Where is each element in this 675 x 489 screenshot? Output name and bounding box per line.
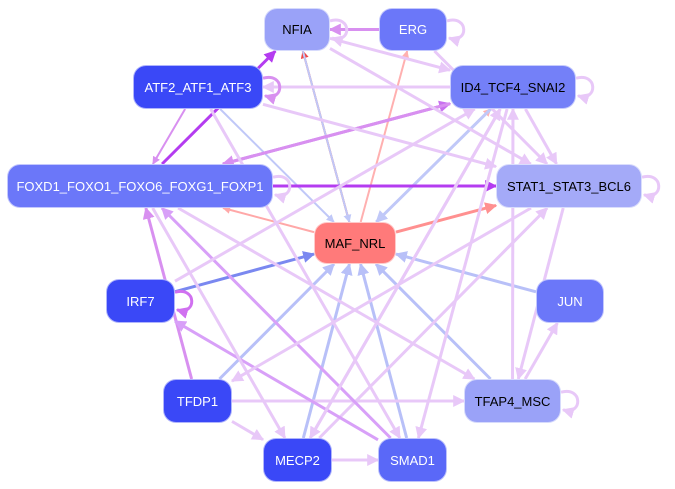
edge-atf2_atf1_atf3-to-maf_nrl bbox=[219, 108, 335, 223]
self-loop-stat1_stat3_bcl6 bbox=[641, 174, 661, 204]
edge-foxd1_foxo1_foxo6_foxg1_foxp1-to-mecp2 bbox=[151, 207, 287, 440]
edge-id4_tcf4_snai2-to-stat1_stat3_bcl6 bbox=[524, 108, 558, 166]
edge-id4_tcf4_snai2-to-smad1 bbox=[415, 108, 509, 440]
node-label: MECP2 bbox=[275, 452, 320, 468]
node-label: TFDP1 bbox=[176, 393, 219, 409]
edge-tfdp1-to-mecp2 bbox=[231, 420, 265, 441]
edge-id4_tcf4_snai2-to-foxd1_foxo1_foxo6_foxg1_foxp1 bbox=[221, 102, 451, 168]
self-loop-foxd1_foxo1_foxo6_foxg1_foxp1 bbox=[272, 174, 292, 204]
node-stat1-stat3-bcl6[interactable]: STAT1_STAT3_BCL6 bbox=[496, 164, 642, 208]
node-foxd1-foxo1-foxo6-foxg1-foxp1[interactable]: FOXD1_FOXO1_FOXO6_FOXG1_FOXP1 bbox=[7, 164, 273, 208]
node-label: MAF_NRL bbox=[324, 235, 386, 251]
node-label: ATF2_ATF1_ATF3 bbox=[144, 79, 252, 95]
node-label: ERG bbox=[398, 22, 428, 37]
node-tfdp1[interactable]: TFDP1 bbox=[163, 379, 232, 423]
node-label: TFAP4_MSC bbox=[474, 393, 551, 409]
self-loop-tfap4_msc bbox=[560, 389, 580, 419]
node-smad1[interactable]: SMAD1 bbox=[378, 438, 447, 482]
edge-foxd1_foxo1_foxo6_foxg1_foxp1-to-tfap4_msc bbox=[177, 206, 476, 381]
edge-smad1-to-foxd1_foxo1_foxo6_foxg1_foxp1 bbox=[160, 206, 392, 440]
self-loop-irf7 bbox=[174, 289, 194, 319]
edge-stat1_stat3_bcl6-to-tfdp1 bbox=[230, 206, 532, 383]
edge-id4_tcf4_snai2-to-maf_nrl bbox=[375, 107, 492, 224]
node-irf7[interactable]: IRF7 bbox=[106, 279, 175, 323]
edge-mecp2-to-id4_tcf4_snai2 bbox=[308, 107, 502, 439]
edge-atf2_atf1_atf3-to-smad1 bbox=[209, 108, 402, 440]
edge-atf2_atf1_atf3-to-stat1_stat3_bcl6 bbox=[262, 102, 498, 170]
node-label: JUN bbox=[557, 293, 583, 309]
node-maf-nrl[interactable]: MAF_NRL bbox=[314, 222, 396, 264]
node-atf2-atf1-atf3[interactable]: ATF2_ATF1_ATF3 bbox=[133, 65, 263, 109]
edge-layer bbox=[142, 23, 565, 466]
self-loop-id4_tcf4_snai2 bbox=[575, 75, 595, 105]
self-loop-nfia bbox=[329, 18, 349, 47]
node-tfap4-msc[interactable]: TFAP4_MSC bbox=[464, 379, 561, 423]
node-label: IRF7 bbox=[126, 293, 155, 309]
node-label: NFIA bbox=[282, 22, 312, 37]
node-jun[interactable]: JUN bbox=[536, 279, 604, 323]
node-label: SMAD1 bbox=[390, 452, 435, 468]
edge-irf7-to-id4_tcf4_snai2 bbox=[174, 107, 476, 283]
edge-nfia-to-id4_tcf4_snai2 bbox=[329, 36, 452, 74]
self-loop-erg bbox=[446, 18, 466, 47]
node-nfia[interactable]: NFIA bbox=[264, 8, 330, 51]
node-erg[interactable]: ERG bbox=[379, 8, 447, 51]
edge-tfap4_msc-to-jun bbox=[523, 321, 559, 380]
edge-mecp2-to-maf_nrl bbox=[301, 262, 353, 439]
node-id4-tcf4-snai2[interactable]: ID4_TCF4_SNAI2 bbox=[450, 65, 576, 109]
node-label: ID4_TCF4_SNAI2 bbox=[460, 79, 566, 95]
node-mecp2[interactable]: MECP2 bbox=[263, 438, 332, 482]
edge-smad1-to-maf_nrl bbox=[357, 262, 409, 439]
self-loop-layer bbox=[174, 18, 661, 419]
edge-atf2_atf1_atf3-to-foxd1_foxo1_foxo6_foxg1_foxp1 bbox=[152, 108, 186, 165]
self-loop-atf2_atf1_atf3 bbox=[262, 75, 282, 105]
edge-maf_nrl-to-foxd1_foxo1_foxo6_foxg1_foxp1 bbox=[222, 205, 315, 234]
node-label: STAT1_STAT3_BCL6 bbox=[506, 178, 632, 194]
node-label: FOXD1_FOXO1_FOXO6_FOXG1_FOXP1 bbox=[16, 178, 264, 194]
edge-smad1-to-irf7 bbox=[173, 319, 379, 442]
